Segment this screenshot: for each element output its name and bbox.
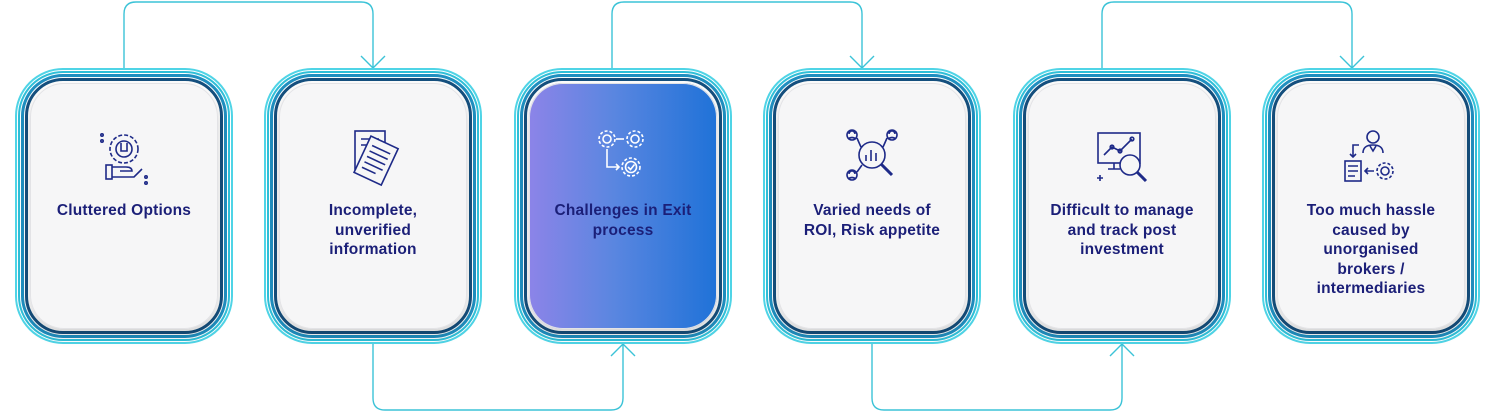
arrowhead-up-3 — [610, 343, 636, 357]
gear-wrench-hand-icon — [100, 133, 148, 185]
step-card-body: Cluttered Options — [30, 83, 218, 329]
connector-bottom-4-5 — [871, 344, 1123, 411]
connector-top-1-2 — [123, 1, 374, 68]
step-card-2: Incomplete, unverified information — [264, 68, 482, 344]
connector-bottom-2-3 — [372, 344, 624, 411]
step-card-5: Difficult to manage and track post inves… — [1013, 68, 1231, 344]
arrowhead-up-5 — [1109, 343, 1135, 357]
connector-top-3-4 — [611, 1, 863, 68]
step-card-body: Difficult to manage and track post inves… — [1028, 83, 1216, 329]
step-label: Cluttered Options — [56, 202, 192, 219]
step-label: Incomplete, unverified information — [328, 202, 418, 258]
connector-top-5-6 — [1101, 1, 1353, 68]
step-card-6: Too much hassle caused by unorganised br… — [1262, 68, 1480, 344]
step-card-1: Cluttered Options — [15, 68, 233, 344]
step-label: Challenges in Exit process — [554, 202, 692, 239]
step-card-body: Challenges in Exit process — [529, 83, 717, 329]
step-label: Varied needs of ROI, Risk appetite — [803, 202, 941, 239]
monitor-search-icon — [1097, 132, 1148, 183]
step-label: Too much hassle caused by unorganised br… — [1306, 202, 1436, 297]
step-card-body: Too much hassle caused by unorganised br… — [1277, 83, 1465, 329]
step-label: Difficult to manage and track post inves… — [1050, 202, 1194, 258]
step-card-body: Varied needs of ROI, Risk appetite — [778, 83, 966, 329]
step-card-3: Challenges in Exit process — [514, 68, 732, 344]
step-card-body: Incomplete, unverified information — [279, 83, 467, 329]
process-gears-icon — [598, 130, 644, 177]
documents-icon — [352, 130, 400, 187]
person-document-gear-icon — [1344, 130, 1394, 182]
magnifier-chart-people-icon — [846, 129, 898, 181]
step-card-4: Varied needs of ROI, Risk appetite — [763, 68, 981, 344]
